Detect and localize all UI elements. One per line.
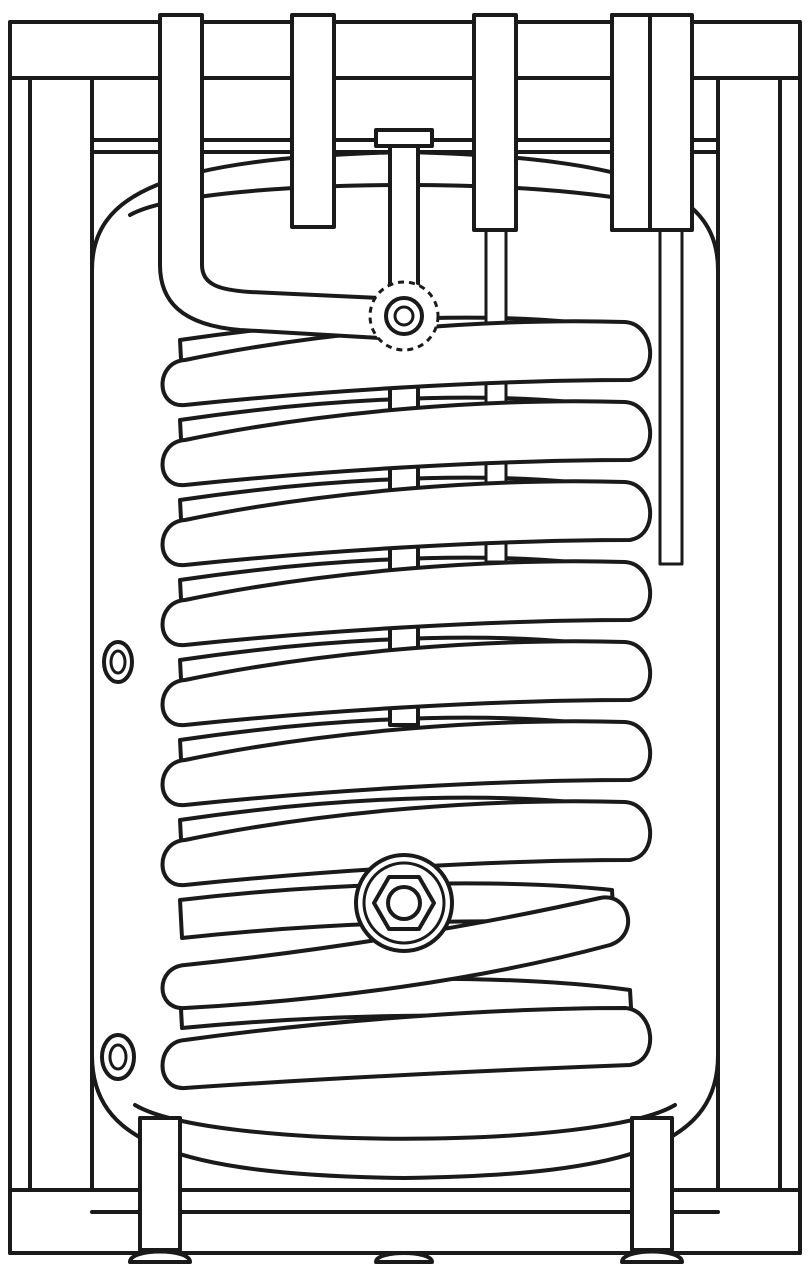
leg-right bbox=[630, 1116, 674, 1252]
coil-turn-5 bbox=[160, 639, 653, 728]
top-pipe-4-sleeve bbox=[610, 13, 652, 232]
lower-port-hole bbox=[386, 885, 422, 921]
coil-turn-4 bbox=[160, 559, 653, 648]
top-pipe-2 bbox=[290, 13, 336, 229]
coil-turn-3 bbox=[160, 479, 653, 568]
top-pipe-4 bbox=[648, 13, 694, 232]
frame-left-post bbox=[8, 76, 94, 1255]
top-pipes bbox=[290, 13, 694, 232]
legs bbox=[128, 1116, 684, 1264]
leg-left bbox=[138, 1116, 182, 1252]
coil-turn-7 bbox=[160, 799, 653, 888]
side-port-lower-inner bbox=[108, 1043, 128, 1071]
lower-port bbox=[354, 853, 454, 953]
tank-bottom-seam bbox=[133, 1103, 677, 1141]
anode-cap bbox=[374, 128, 434, 148]
top-pipe-3 bbox=[472, 13, 518, 232]
side-ports bbox=[100, 640, 136, 1081]
coil-inlet-pipe bbox=[158, 13, 382, 340]
foot-center bbox=[374, 1251, 434, 1264]
coil-turn-9 bbox=[160, 1006, 653, 1091]
sensor-well-2 bbox=[658, 228, 684, 566]
frame bbox=[8, 20, 802, 1255]
upper-port bbox=[368, 280, 440, 352]
foot-right bbox=[620, 1249, 684, 1264]
foot-left bbox=[128, 1249, 192, 1264]
coil-turn-6 bbox=[160, 719, 653, 808]
frame-bottom-rail bbox=[8, 1188, 802, 1255]
coil-front bbox=[160, 319, 653, 1091]
upper-port-hole bbox=[393, 305, 415, 327]
coil-turn-2 bbox=[160, 399, 653, 488]
side-port-upper-inner bbox=[109, 649, 127, 675]
frame-right-post bbox=[716, 76, 802, 1255]
